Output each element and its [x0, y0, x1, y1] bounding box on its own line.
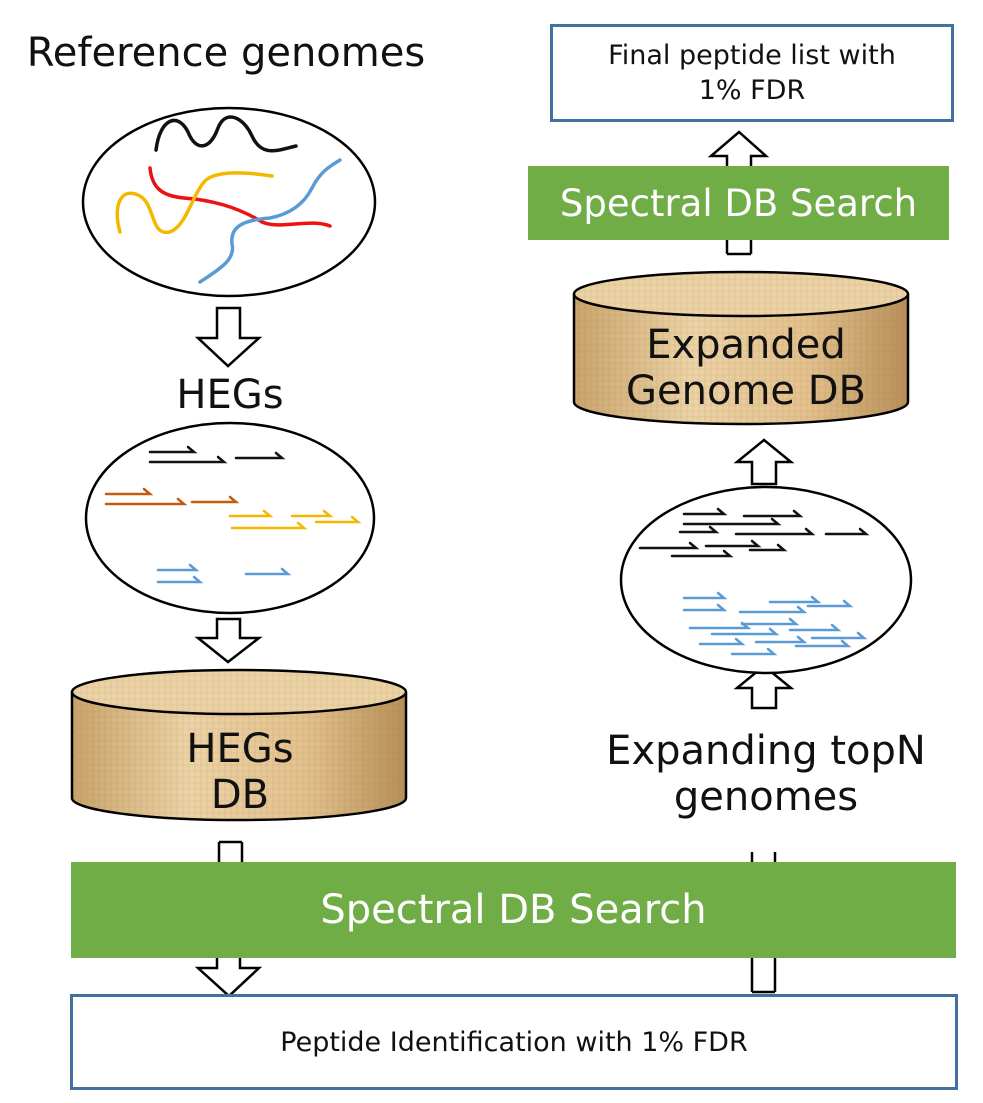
arrow-stub-right-mid — [725, 240, 753, 256]
genome-curve-black — [154, 115, 298, 153]
reference-genomes-label: Reference genomes — [26, 30, 426, 76]
genome-curve-red — [148, 166, 332, 228]
expanded-db-cylinder — [572, 270, 910, 426]
arrow-up-5 — [733, 438, 795, 486]
hegs-db-cylinder — [70, 668, 408, 822]
hegs-db-label: HEGs DB — [140, 726, 340, 819]
arrow-down-1 — [194, 306, 263, 368]
expanding-line1: Expanding topN — [606, 728, 926, 774]
final-line2: 1% FDR — [698, 75, 806, 106]
peptide-identification-box: Peptide Identification with 1% FDR — [70, 994, 958, 1090]
expanded-db-line2: Genome DB — [626, 368, 866, 415]
arrow-up-long-right — [752, 958, 777, 994]
spectral-search-main-label: Spectral DB Search — [320, 887, 707, 933]
expanding-topn-label: Expanding topN genomes — [560, 728, 972, 821]
hegs-db-line1: HEGs — [186, 726, 294, 772]
final-line1: Final peptide list with — [608, 39, 896, 71]
arrow-up-stub — [750, 852, 777, 862]
arrow-down-2 — [194, 617, 263, 664]
expanded-db-label: Expanded Genome DB — [588, 322, 904, 415]
arrow-stub-left-top — [217, 840, 244, 862]
arrow-up-4 — [733, 664, 795, 710]
hegs-db-line2: DB — [210, 772, 270, 819]
spectral-search-top-label: Spectral DB Search — [559, 181, 918, 225]
arrow-down-3 — [194, 958, 263, 998]
hegs-label: HEGs — [176, 372, 284, 418]
expanded-db-line1: Expanded — [646, 322, 846, 368]
genome-curve-blue — [198, 158, 342, 284]
hegs-ellipse — [84, 421, 376, 615]
reference-genomes-ellipse — [81, 106, 377, 298]
spectral-search-bar-main: Spectral DB Search — [71, 862, 956, 958]
spectral-search-bar-top: Spectral DB Search — [528, 166, 949, 240]
final-peptide-list-box: Final peptide list with 1% FDR — [550, 24, 954, 122]
peptide-identification-label: Peptide Identification with 1% FDR — [280, 1026, 748, 1058]
arrow-up-6 — [707, 130, 770, 166]
expanding-line2: genomes — [673, 774, 859, 821]
genome-curve-yellow — [115, 171, 274, 234]
topn-ellipse — [619, 485, 913, 675]
